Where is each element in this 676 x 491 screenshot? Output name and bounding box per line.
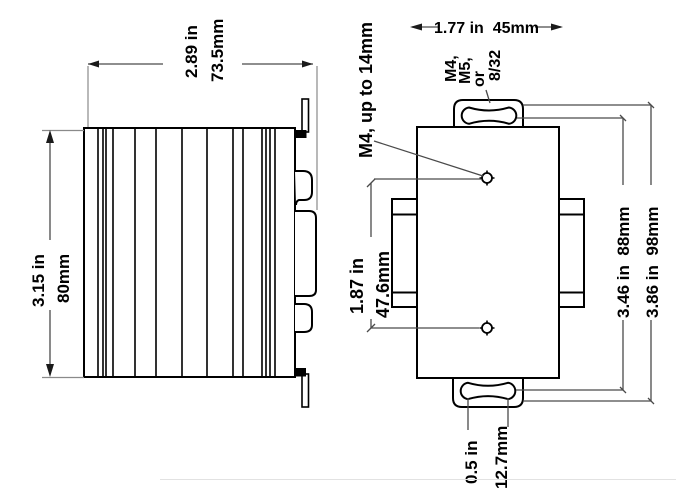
extension-lines (42, 129, 84, 379)
right-fin-flange-lines (558, 213, 584, 294)
dimension-line (523, 104, 652, 402)
leader-line (373, 140, 484, 177)
label-thread-m4: M4, (443, 55, 460, 82)
label-hole-thread: M4, up to 14mm (356, 22, 376, 158)
bottom-mount-foot (295, 368, 306, 377)
bottom-mount-bar (301, 373, 310, 408)
arrowhead-left-icon (410, 23, 422, 31)
label-slot-span: 3.46 in 88mm (614, 206, 633, 318)
label-thread-or: or (471, 71, 488, 87)
label-overall-height: 3.86 in 98mm (643, 206, 662, 318)
top-mount-bar (301, 98, 310, 133)
top-screw-hole (479, 170, 495, 186)
left-fin-flange-lines (392, 213, 418, 294)
front-view (391, 99, 585, 408)
label-slot-length-in: 0.5 in (462, 441, 481, 484)
label-side-height-mm: 80mm (54, 254, 73, 303)
dimension-line (516, 117, 624, 391)
din-clip-lower-hook (295, 303, 313, 333)
dim-top-width: 1.77 in 45mm (410, 20, 563, 37)
leader-line (485, 89, 491, 104)
top-mount-foot (295, 130, 307, 138)
din-clip-upper-hook (295, 170, 313, 206)
din-clip-channel (295, 210, 317, 297)
label-hole-spacing-mm: 47.6mm (373, 251, 393, 318)
bottom-mount-slot (459, 381, 517, 401)
hole-thread-callout: M4, up to 14mm (356, 22, 484, 177)
tick-marks (647, 101, 655, 405)
dim-slot-span: 3.46 in 88mm (516, 114, 633, 394)
label-side-width-mm: 73.5mm (208, 19, 227, 82)
dim-side-height: 3.15 in 80mm (29, 129, 84, 379)
heatsink-fins (97, 129, 276, 376)
extension-lines (467, 398, 509, 430)
arrowhead-up-icon (46, 130, 54, 143)
arrowhead-down-icon (46, 364, 54, 377)
arrowhead-left-icon (88, 60, 99, 68)
dim-side-width: 2.89 in 73.5mm (87, 19, 318, 210)
label-top-width: 1.77 in 45mm (434, 20, 539, 37)
top-mount-slot (460, 106, 518, 125)
dim-hole-spacing: 1.87 in 47.6mm (347, 178, 481, 333)
tick-marks (366, 178, 376, 333)
label-side-height-in: 3.15 in (29, 254, 48, 307)
slot-thread-callout: M4, M5, or 8/32 (443, 50, 504, 104)
dim-overall-height: 3.86 in 98mm (523, 101, 662, 405)
dimension-line (370, 178, 481, 329)
arrowhead-right-icon (551, 23, 563, 31)
label-thread-832: 8/32 (487, 50, 504, 81)
arrowhead-right-icon (302, 60, 313, 68)
bottom-screw-hole (479, 320, 495, 336)
relay-body (416, 126, 560, 379)
dim-slot-length: 0.5 in 12.7mm (462, 398, 511, 489)
heatsink-body (83, 127, 296, 378)
tick-marks (619, 114, 627, 394)
label-thread-m5: M5, (457, 57, 474, 84)
side-view (83, 98, 317, 408)
label-side-width-in: 2.89 in (182, 25, 201, 78)
right-fin-flange (557, 198, 585, 308)
label-slot-length-mm: 12.7mm (492, 426, 511, 489)
label-hole-spacing-in: 1.87 in (347, 258, 367, 314)
